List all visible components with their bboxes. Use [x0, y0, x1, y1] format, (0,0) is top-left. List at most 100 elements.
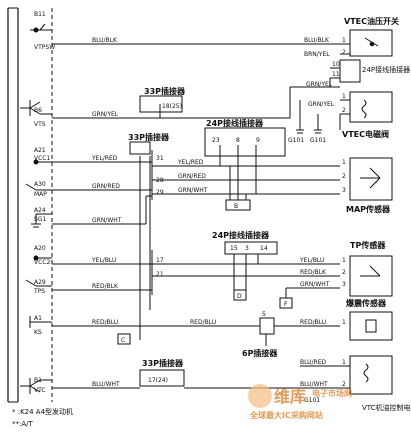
- map-wire-grn-wht: GRN/WHT: [178, 187, 208, 194]
- ground-g101-c: G101: [304, 397, 320, 404]
- ecu-sig-vtc: VTC: [34, 387, 46, 394]
- connector-24p-right: [329, 59, 361, 87]
- vtc-wire-blu-wht: BLU/WHT: [300, 381, 328, 388]
- map-wire-grn-red: GRN/RED: [178, 173, 206, 180]
- ecu-wires: [52, 43, 340, 389]
- footnote-1: * :K24 A4型发动机: [12, 407, 73, 416]
- ecu-sig-vtpsw: VTPSW: [34, 44, 55, 51]
- tp-pin3: 3: [342, 281, 346, 288]
- connector-24p-mid-title: 24P接线插接器: [212, 230, 270, 240]
- connector-33p-bottom-pins: 17(24): [148, 377, 168, 384]
- vtc-wire-blu-red: BLU/RED: [300, 359, 327, 366]
- vtc-solenoid-title: VTC机油控制电磁阀: [362, 403, 411, 412]
- vtec-sw-pin2: 2: [342, 49, 346, 56]
- vtec-switch-title: VTEC油压开关: [344, 16, 399, 26]
- tp-sensor: [349, 255, 393, 297]
- junction-d: D: [237, 293, 242, 300]
- ecu-pin-a20: A20: [34, 245, 46, 252]
- ecu-sig-vcc2: VCC2: [34, 259, 50, 266]
- junction-c-box: [117, 333, 131, 345]
- connector-24p-top-title: 24P接线插接器: [206, 118, 264, 128]
- watermark: 维库 电子市场网 全球最大IC采购网站: [248, 384, 352, 420]
- connector-24p-pin-23: 23: [212, 137, 220, 144]
- connector-24p-pin-10: 10: [332, 61, 340, 68]
- vtec-sol-pin2: 2: [342, 107, 346, 114]
- footnote-2: **:A/T: [12, 420, 34, 428]
- connector-33p-top-pins: 18(25): [162, 103, 182, 110]
- watermark-text: 维库: [274, 387, 306, 406]
- ecu-wire-labels: BLU/BLK GRN/YEL YEL/RED GRN/RED GRN/WHT …: [91, 37, 122, 388]
- wire-blu-blk: BLU/BLK: [92, 37, 118, 44]
- connector-6p: [259, 317, 340, 346]
- wire-red-blk: RED/BLK: [92, 283, 119, 290]
- map-sensor-title: MAP传感器: [346, 204, 391, 214]
- connector-33p-pin-29: 29: [156, 189, 164, 196]
- connector-24p-pin-11: 11: [332, 71, 340, 78]
- ecu-sig-ks: KS: [34, 329, 42, 336]
- ground-g101-b: G101: [310, 137, 326, 144]
- map-pin2: 2: [342, 173, 346, 180]
- ecu-pin-b11: B11: [34, 11, 46, 18]
- connector-33p-pin-31: 31: [156, 155, 164, 162]
- map-wire-yel-red: YEL/RED: [177, 159, 204, 166]
- ecu-pin-a30: A30: [34, 181, 46, 188]
- connector-24p-pin-3: 3: [245, 245, 249, 252]
- connector-33p-mid-title: 33P插接器: [128, 132, 170, 142]
- connector-33p-pin-21: 21: [156, 271, 164, 278]
- connector-33p-bottom-title: 33P插接器: [142, 358, 184, 368]
- connector-24p-pin-9: 9: [256, 137, 260, 144]
- ecu-sig-sg1: SG1: [34, 216, 46, 223]
- connector-33p-pin-17: 17: [156, 257, 164, 264]
- vtec-sol-wire2: GRN/YEL: [308, 101, 335, 108]
- knock-sensor: [349, 311, 393, 341]
- knock-sensor-title: 爆震传感器: [346, 298, 387, 308]
- vtc-pin1: 1: [342, 359, 346, 366]
- wire-grn-yel: GRN/YEL: [92, 111, 119, 118]
- watermark-logo-icon: [248, 384, 272, 408]
- ecu-pin-a29: A29: [34, 279, 46, 286]
- tp-sensor-title: TP传感器: [350, 240, 386, 250]
- junction-b: B: [234, 203, 238, 210]
- connector-24p-mid: [224, 241, 278, 301]
- tp-pin2: 2: [342, 269, 346, 276]
- junction-f: F: [284, 301, 288, 308]
- connector-33p-top: [139, 95, 183, 118]
- vtec-sol-wire: GRN/YEL: [306, 81, 333, 88]
- watermark-sub: 电子市场网: [312, 388, 352, 398]
- ecu-sig-tps: TPS: [33, 288, 45, 295]
- map-sensor: [349, 157, 393, 201]
- connector-33p-mid: [129, 141, 153, 340]
- vtec-switch-wire2: BRN/YEL: [304, 51, 330, 58]
- ecu-pin-b6: B6: [34, 107, 42, 114]
- wire-grn-wht: GRN/WHT: [92, 217, 122, 224]
- vtc-pin2: 2: [342, 381, 346, 388]
- connector-24p-pin-14: 14: [260, 245, 268, 252]
- wire-grn-red: GRN/RED: [92, 183, 120, 190]
- vtec-sw-pin1: 1: [342, 37, 346, 44]
- wire-red-blu: RED/BLU: [92, 319, 118, 326]
- vtec-solenoid-title: VTEC电磁阀: [342, 129, 389, 139]
- wire-blu-wht: BLU/WHT: [92, 381, 120, 388]
- tp-wire-grn-wht: GRN/WHT: [300, 281, 330, 288]
- ecu-sig-vts: VTS: [34, 121, 46, 128]
- watermark-url: 全球最大IC采购网站: [249, 410, 323, 420]
- wire-yel-red: YEL/RED: [91, 155, 118, 162]
- vtec-solenoid: [296, 91, 393, 134]
- wire-yel-blu: YEL/BLU: [91, 257, 116, 264]
- ground-g101-a: G101: [288, 137, 304, 144]
- connector-24p-pin-15: 15: [230, 245, 238, 252]
- knock-wire-red-blu: RED/BLU: [190, 319, 216, 326]
- ecu-pin-a1: A1: [34, 315, 42, 322]
- map-pin1: 1: [342, 159, 346, 166]
- connector-33p-top-title: 33P插接器: [144, 86, 186, 96]
- map-pin3: 3: [342, 187, 346, 194]
- vtc-solenoid: [340, 355, 393, 395]
- ecu-pin-b1: B1: [34, 377, 42, 384]
- tp-wire-red-blk: RED/BLK: [300, 269, 327, 276]
- ecu-sig-map: MAP: [34, 191, 47, 198]
- ecu-pin-a21: A21: [34, 147, 46, 154]
- ecu-pin-labels: B11 VTPSW B6 VTS A21 VCC1 A30 MAP A24 SG…: [33, 11, 55, 394]
- knock-pin1: 1: [342, 319, 346, 326]
